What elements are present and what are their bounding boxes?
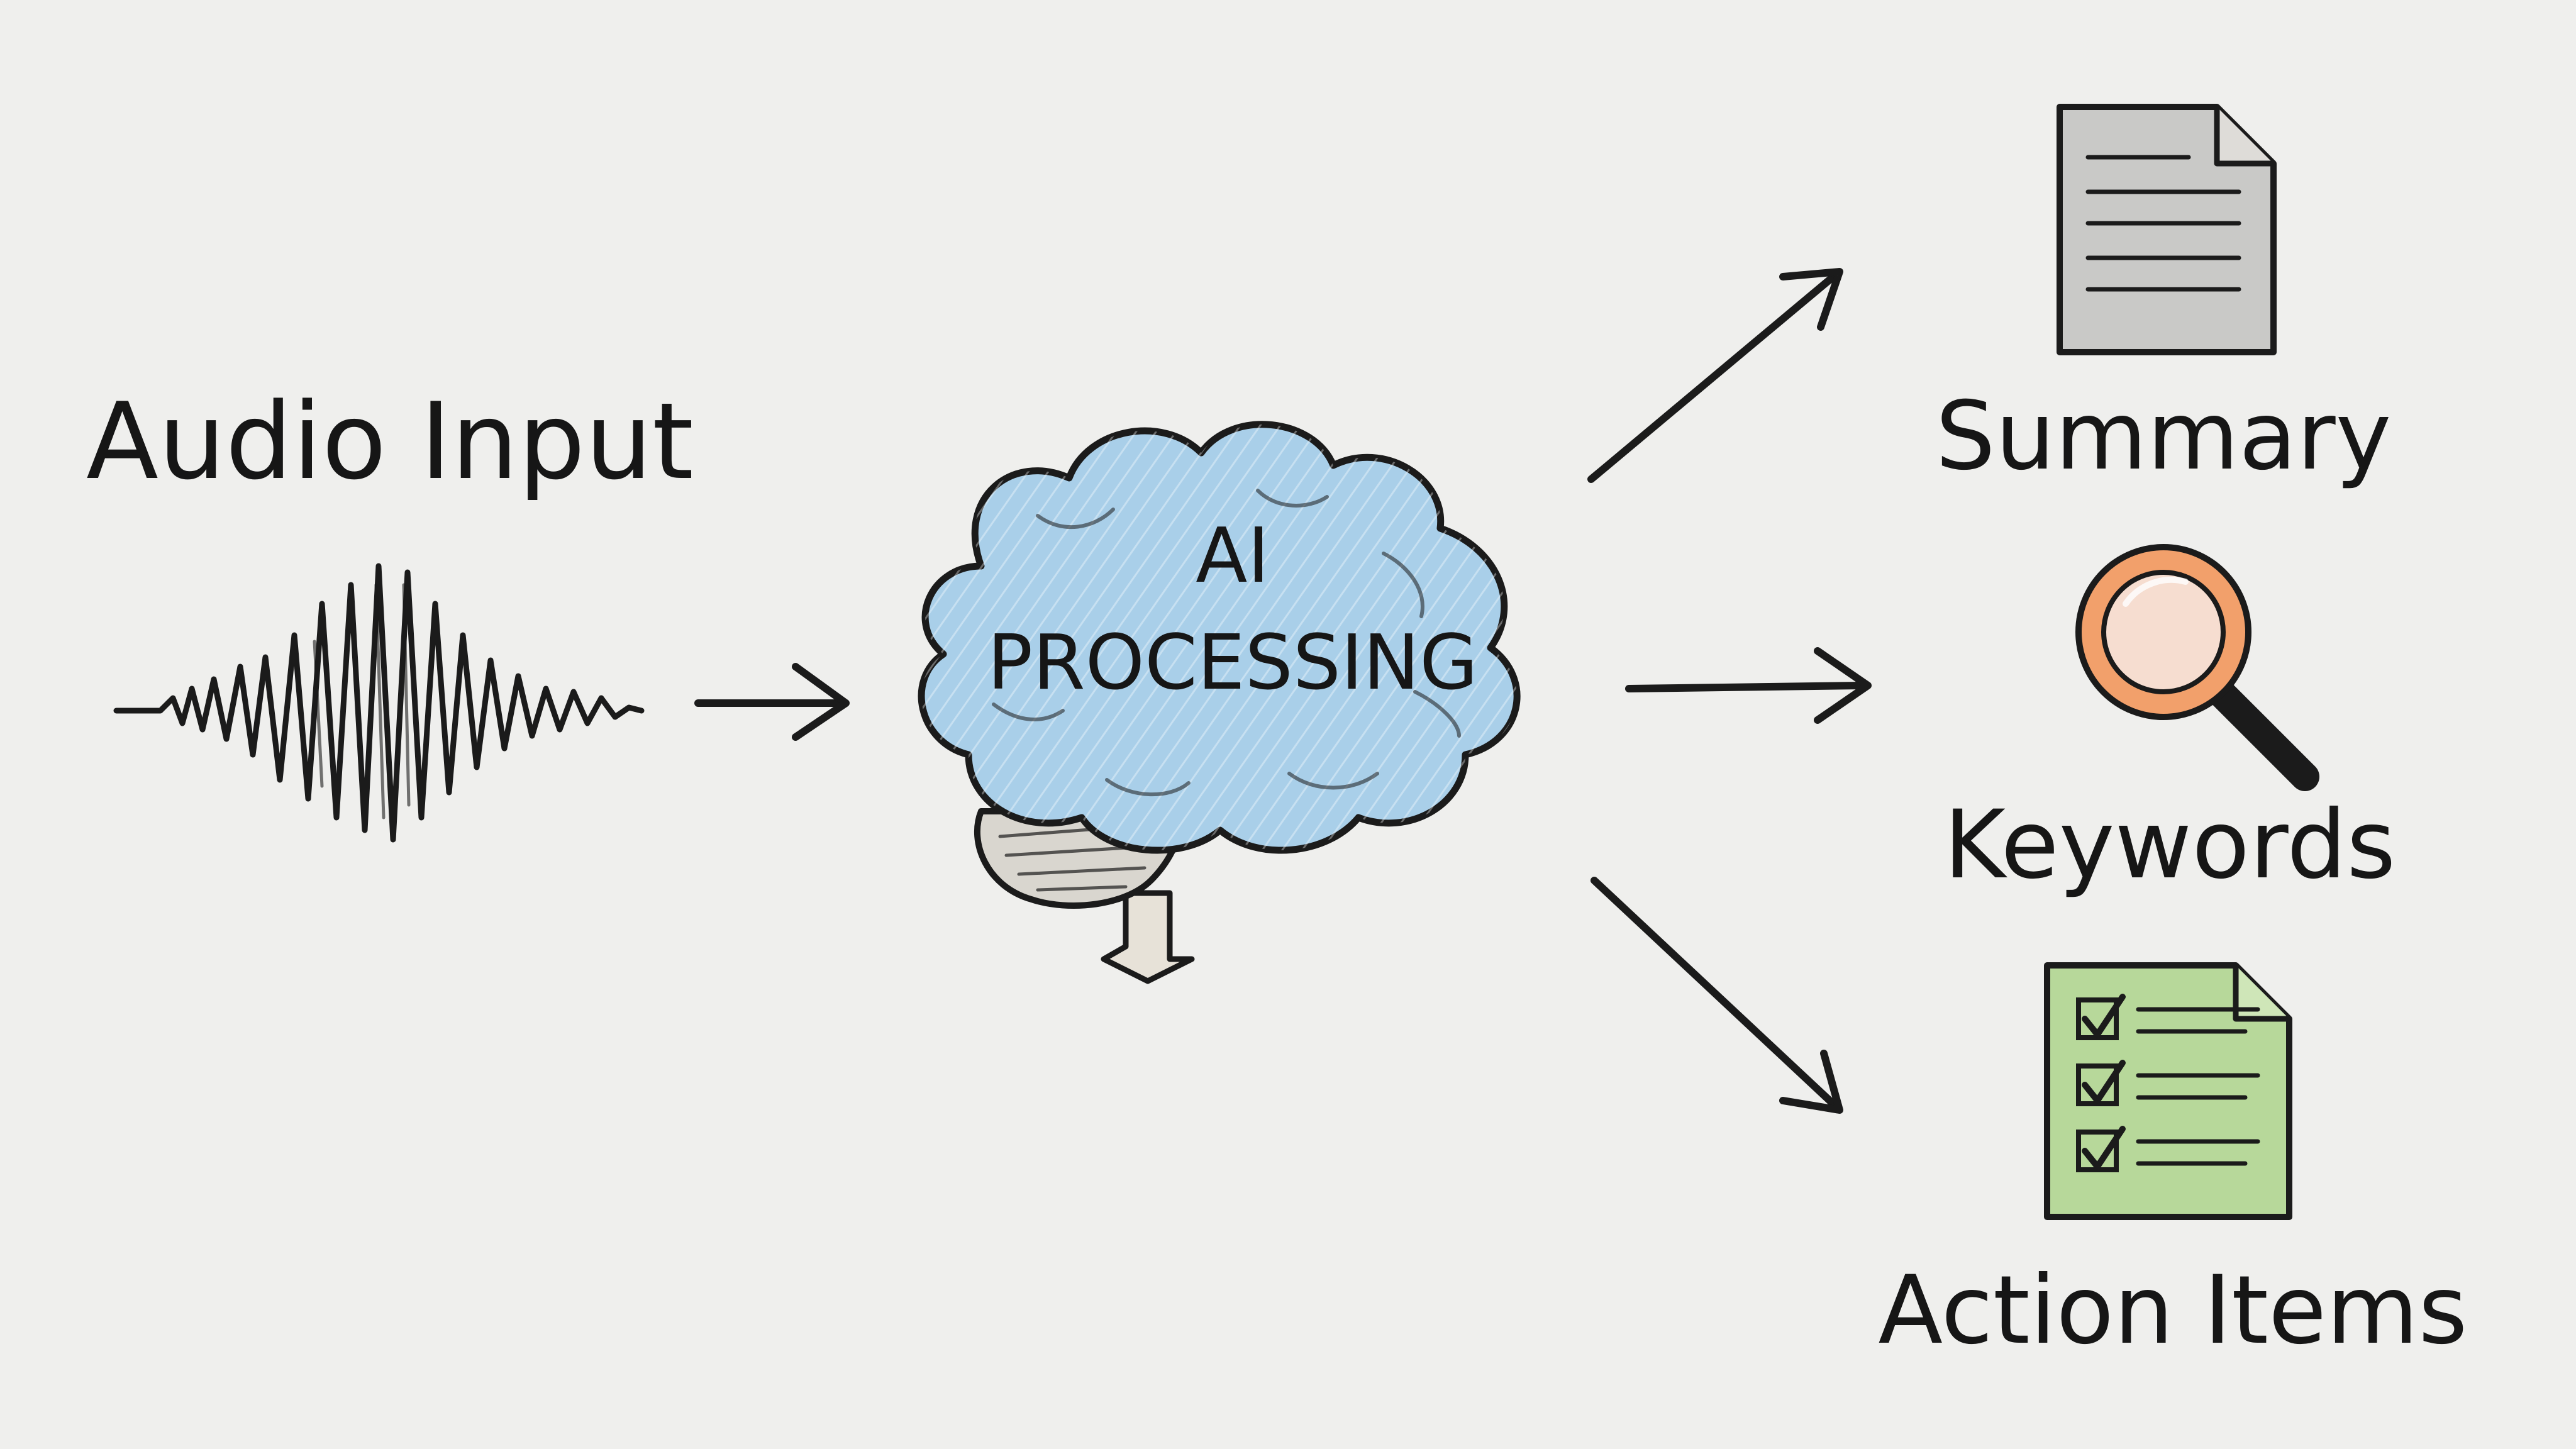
summary-label: Summary [1936, 382, 2392, 491]
magnifying-glass-icon [2075, 544, 2319, 791]
checkbox-2 [2076, 1060, 2126, 1106]
soundwave-icon [113, 563, 645, 843]
audio-input-label: Audio Input [86, 380, 694, 503]
action-items-label: Action Items [1878, 1256, 2467, 1365]
brain-stem [1101, 890, 1195, 984]
arrow-to-action-items [1591, 877, 1843, 1114]
arrow-input-to-processing [694, 663, 850, 741]
keywords-label: Keywords [1944, 791, 2396, 900]
document-icon [2057, 104, 2277, 355]
arrow-to-summary [1587, 268, 1843, 483]
arrow-to-keywords [1625, 647, 1872, 724]
processing-label-line1: AI [1196, 513, 1269, 600]
brain-icon [918, 421, 1521, 984]
checklist-icon [2044, 962, 2292, 1220]
checkbox-1 [2076, 994, 2126, 1040]
checkbox-3 [2076, 1126, 2126, 1172]
processing-label-line2: PROCESSING [987, 619, 1478, 707]
